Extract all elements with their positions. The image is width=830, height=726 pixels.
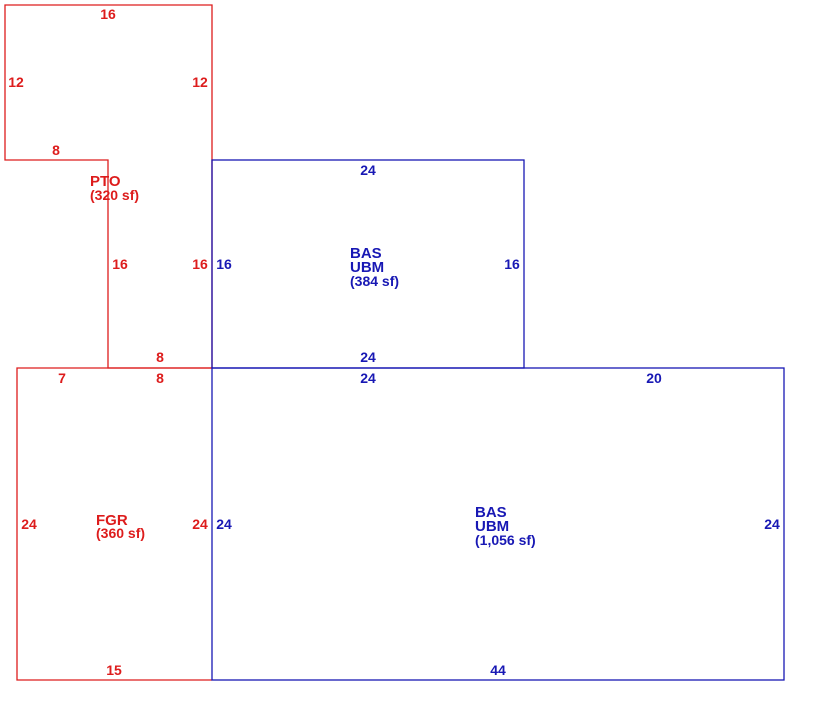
pto-dim-bottom: 8 [156, 349, 164, 365]
fgr-dim-bottom: 15 [106, 662, 122, 678]
bas-lower-dim-bottom: 44 [490, 662, 506, 678]
bas-lower-outline [211, 367, 785, 681]
bas-lower-dim-right: 24 [764, 516, 780, 532]
bas-lower-dim-top-right: 20 [646, 370, 662, 386]
fgr-outline [16, 367, 212, 681]
pto-dim-left-lower: 16 [112, 256, 128, 272]
bas-lower-dim-left: 24 [216, 516, 232, 532]
pto-dim-top: 16 [100, 6, 116, 22]
bas-upper-dim-bottom: 24 [360, 349, 376, 365]
pto-area-code: PTO [90, 173, 121, 190]
bas-upper-area-size: (384 sf) [350, 273, 399, 289]
bas-lower-area-size: (1,056 sf) [475, 532, 536, 548]
pto-dim-step: 8 [52, 142, 60, 158]
bas-upper-dim-top: 24 [360, 162, 376, 178]
bas-lower-dim-top: 24 [360, 370, 376, 386]
pto-dim-right-upper: 12 [192, 74, 208, 90]
pto-dim-right-lower: 16 [192, 256, 208, 272]
pto-dim-left: 12 [8, 74, 24, 90]
bas-upper-area-sub: UBM [350, 259, 384, 276]
fgr-area-code: FGR [96, 512, 128, 529]
bas-upper-dim-right: 16 [504, 256, 520, 272]
pto-area-size: (320 sf) [90, 187, 139, 203]
fgr-area-size: (360 sf) [96, 525, 145, 541]
bas-lower-area-sub: UBM [475, 518, 509, 535]
fgr-dim-right: 24 [192, 516, 208, 532]
bas-upper-dim-left: 16 [216, 256, 232, 272]
bas-upper-area-code: BAS [350, 245, 382, 262]
fgr-dim-left: 24 [21, 516, 37, 532]
fgr-dim-top-left: 7 [58, 370, 66, 386]
fgr-dim-top-right: 8 [156, 370, 164, 386]
bas-lower-area-code: BAS [475, 504, 507, 521]
